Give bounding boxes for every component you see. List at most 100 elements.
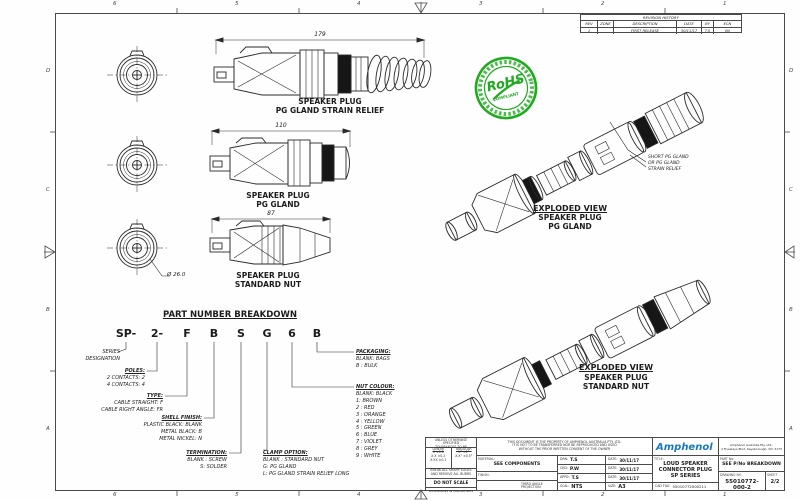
sheet-box: SHEET 2/2 xyxy=(765,471,785,491)
sheet-value: 2/2 xyxy=(770,479,780,485)
shell-line-2: METAL BLACK: B xyxy=(161,428,202,435)
by-col: BY xyxy=(702,21,714,27)
revision-title: REVISION HISTORY xyxy=(643,15,679,20)
breakdown-title: PART NUMBER BREAKDOWN xyxy=(163,310,297,320)
cad-value: 55010772000211 xyxy=(672,484,707,489)
part-value: SEE P/No BREAKDOWN xyxy=(722,462,781,467)
zone-top-3: 3 xyxy=(479,1,483,7)
tol-h1: UNLESS OTHERWISE SPECIFIED xyxy=(434,437,468,446)
scale-box: SCAL: NTS xyxy=(557,482,606,491)
cad-box: CAD FILE: 55010772000211 xyxy=(652,482,719,491)
prop-2: IT IS NOT TO BE TRANSFERRED NOR BE REPRO… xyxy=(512,443,617,448)
date-val: 30/11/17 xyxy=(677,28,702,34)
series-line-2: DESIGNATION xyxy=(85,355,120,362)
date2-value: 30/11/17 xyxy=(619,466,639,472)
breakdown-poles: POLES: 2 CONTACTS: 2 4 CONTACTS: 4 xyxy=(55,368,145,389)
revision-header-row: REV ZONE DESCRIPTION DATE BY ECN xyxy=(581,20,741,27)
zone-bottom-6: 6 xyxy=(113,492,117,498)
zone-left-a: A xyxy=(46,426,50,432)
breakdown-nut-colour: NUT COLOUR: BLANK: BLACK 1: BROWN 2 : RE… xyxy=(356,384,436,460)
zone-right-b: B xyxy=(789,307,793,313)
zone-top-5: 5 xyxy=(235,1,239,7)
exploded-nut-line3: STANDARD NUT xyxy=(582,382,650,391)
material-value: SEE COMPONENTS xyxy=(493,462,541,467)
proj-2: PROJECTION xyxy=(521,485,541,490)
breakdown-shell: SHELL FINISH: PLASTIC BLACK: BLANK METAL… xyxy=(112,415,202,443)
date3-label: DATE: xyxy=(608,475,618,480)
amphenol-logo: Amphenol xyxy=(656,442,713,453)
poles-line-2: 4 CONTACTS: 4 xyxy=(106,381,145,388)
ecn-val: Nil xyxy=(725,29,730,33)
zone-bottom-1: 1 xyxy=(723,492,727,498)
tolerance-header: UNLESS OTHERWISE SPECIFIED TOLERANCES TO… xyxy=(426,437,476,450)
exploded-nut-title: EXPLODED VIEW xyxy=(578,363,654,372)
dim-179: 179 xyxy=(314,31,326,38)
edges-note: BREAK ALL SHARP EDGES AND REMOVE ALL BUR… xyxy=(426,468,476,479)
title-label: TITLE: xyxy=(654,456,664,461)
nut-line-9: 8 : GREY xyxy=(356,446,378,453)
breakdown-termination: TERMINATION: BLANK : SCREW S: SOLDER xyxy=(137,450,227,471)
revision-table: REVISION HISTORY REV ZONE DESCRIPTION DA… xyxy=(580,14,742,34)
code-f: F xyxy=(183,327,191,340)
date1-value: 30/11/17 xyxy=(619,457,639,463)
zone-bottom-3: 3 xyxy=(479,492,483,498)
material-label: MATERIAL: xyxy=(478,456,495,461)
doc-title-3: SP SERIES xyxy=(670,473,701,479)
drn-value: T.S xyxy=(570,457,578,463)
exploded-pg-title: EXPLODED VIEW xyxy=(532,204,608,213)
appd-label: APPD: xyxy=(560,475,570,480)
ang-2: X.X° ±0.5° xyxy=(455,454,473,459)
sv3-label-1: SPEAKER PLUG xyxy=(236,271,300,280)
ckd-label: CKD: xyxy=(560,466,568,471)
clamp-line-3: L: PG GLAND STRAIN RELIEF LONG xyxy=(263,470,350,477)
code-b2: B xyxy=(312,327,322,340)
sv2-label-2: PG GLAND xyxy=(256,200,300,209)
ckd-value: P.W xyxy=(569,466,580,472)
lin-3: X.XX ±0.1 xyxy=(430,458,447,463)
nut-line-7: 6 : BLUE xyxy=(356,432,378,439)
code-sp: SP- xyxy=(115,327,137,340)
part-no-box: PART No: SEE P/No BREAKDOWN xyxy=(718,455,785,472)
pg-note-2: OR PG GLAND xyxy=(648,161,680,166)
zone-bottom-5: 5 xyxy=(235,492,239,498)
size-label: SIZE: xyxy=(608,483,617,488)
pg-note-3: STRAIN RELIEF xyxy=(648,167,682,172)
code-s: S xyxy=(237,327,245,340)
nut-line-6: 5 : GREEN xyxy=(356,425,382,432)
title-box: TITLE: LOUD SPEAKER CONNECTOR PLUG SP SE… xyxy=(652,455,719,483)
edges-2: AND REMOVE ALL BURRS xyxy=(430,471,472,476)
projection-box: THIRD ANGLE PROJECTION xyxy=(476,480,558,491)
address-1: Amphenol Australia Pty. Ltd., xyxy=(729,443,774,447)
zone-col: ZONE xyxy=(598,21,614,27)
prop-1: THIS DOCUMENT IS THE PROPERTY OF AMPHENO… xyxy=(507,439,622,444)
do-not-scale: DO NOT SCALE xyxy=(426,479,476,488)
code-g: G xyxy=(262,327,272,340)
size-value: A3 xyxy=(618,483,626,490)
rev-val: 1 xyxy=(581,28,598,34)
zone-left-d: D xyxy=(46,68,51,74)
appd-value: T.S xyxy=(571,475,579,481)
nut-title: NUT COLOUR: xyxy=(356,384,395,390)
ecn-col: ECN xyxy=(723,22,732,26)
brand-box: Amphenol xyxy=(652,437,719,456)
proj-1: THIRD ANGLE xyxy=(521,481,543,486)
edges-1: BREAK ALL SHARP EDGES xyxy=(430,468,472,472)
date2-label: DATE: xyxy=(608,466,618,471)
lin-1: X ±0.5 xyxy=(432,450,444,455)
clamp-line-1: BLANK : STANDARD NUT xyxy=(263,456,325,463)
breakdown-type: TYPE: CABLE STRAIGHT: F CABLE RIGHT ANGL… xyxy=(73,393,163,414)
exploded-nut-line2: SPEAKER PLUG xyxy=(584,373,648,382)
zone-right-c: C xyxy=(789,187,793,193)
tol-h2: TOLERANCES TO BE xyxy=(435,445,467,450)
side-view-strain-relief xyxy=(213,37,432,99)
sheet-label: SHEET xyxy=(767,472,778,477)
termination-title: TERMINATION: xyxy=(186,450,227,456)
code-6: 6 xyxy=(288,327,296,340)
series-line-1: SERIES xyxy=(102,349,120,355)
linear-col: LINEAR X ±0.5 X.X ±0.2 X.XX ±0.1 xyxy=(426,447,452,468)
shell-title: SHELL FINISH: xyxy=(161,415,202,421)
nut-line-4: 3 : ORANGE xyxy=(356,411,386,418)
angular-col: ANGULAR X° ±1° X.X° ±0.5° xyxy=(452,447,477,468)
